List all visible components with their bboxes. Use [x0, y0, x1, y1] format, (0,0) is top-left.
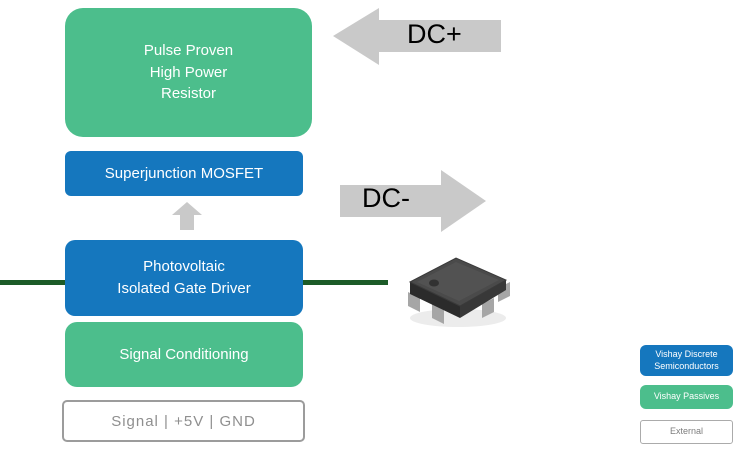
block-signal-conditioning: Signal Conditioning: [65, 322, 303, 387]
up-arrow-icon: [172, 202, 202, 230]
block-resistor-label: Pulse Proven High Power Resistor: [143, 41, 234, 103]
legend-vishay-passives: Vishay Passives: [640, 385, 733, 409]
dc-minus-arrow-icon: [340, 170, 486, 232]
legend-external-label: External: [669, 426, 704, 437]
smd-package-icon: [408, 257, 510, 327]
block-photovoltaic-isolated-gate-driver: Photovoltaic Isolated Gate Driver: [65, 240, 303, 316]
dc-plus-arrow-icon: [333, 8, 501, 65]
legend-discrete-label: Vishay Discrete Semiconductors: [654, 348, 719, 371]
optocoupler-component-photo: [396, 246, 521, 334]
block-superjunction-mosfet: Superjunction MOSFET: [65, 151, 303, 196]
legend-vishay-discrete-semiconductors: Vishay Discrete Semiconductors: [640, 345, 733, 376]
gate-drive-up-arrow: [172, 202, 202, 230]
legend-external: External: [640, 420, 733, 444]
dc-plus-label: DC+: [407, 19, 462, 49]
block-mosfet-label: Superjunction MOSFET: [104, 165, 264, 182]
dc-plus-arrow: DC+: [333, 8, 501, 65]
block-gate-driver-label: Photovoltaic Isolated Gate Driver: [117, 257, 251, 298]
block-signal-io: Signal | +5V | GND: [62, 400, 305, 442]
legend-passives-label: Vishay Passives: [653, 391, 720, 402]
block-pulse-proven-high-power-resistor: Pulse Proven High Power Resistor: [65, 8, 312, 137]
dc-minus-label: DC-: [362, 183, 410, 213]
block-signal-io-label: Signal | +5V | GND: [111, 412, 256, 430]
block-signal-conditioning-label: Signal Conditioning: [119, 346, 249, 363]
dc-minus-arrow: DC-: [340, 170, 486, 232]
